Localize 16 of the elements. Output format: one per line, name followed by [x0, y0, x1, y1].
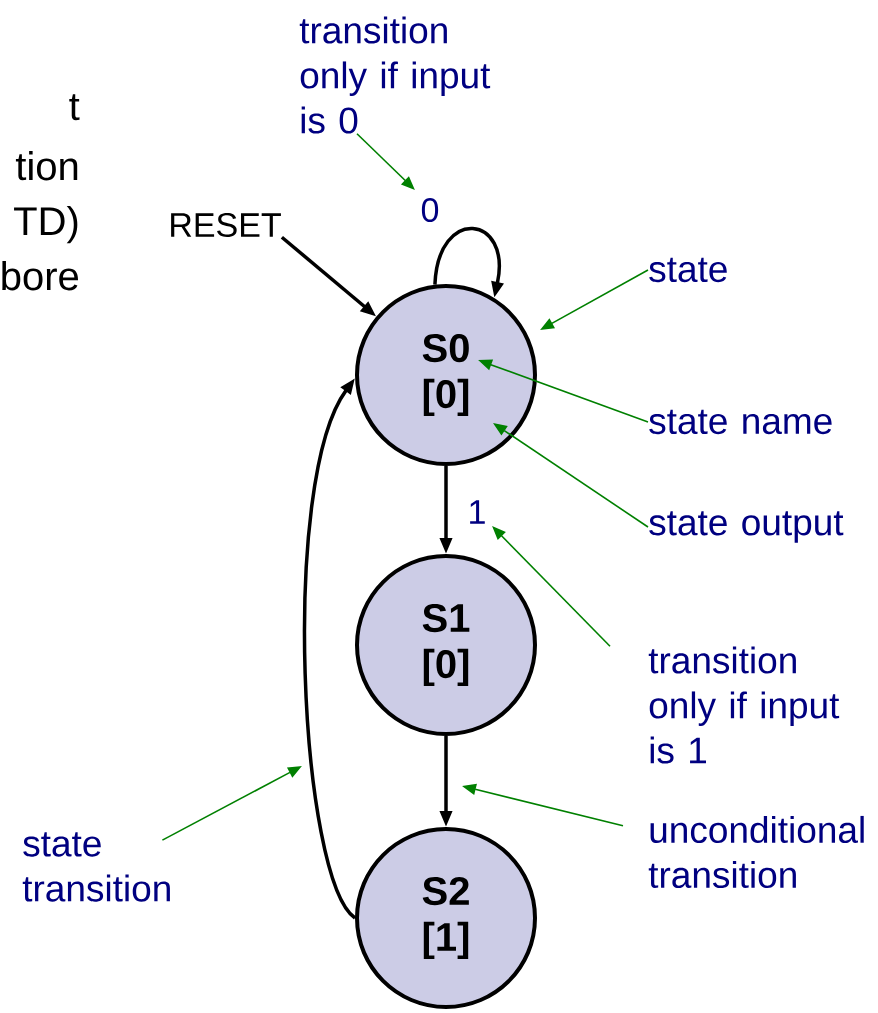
input-label: RESET [171, 212, 281, 238]
annotation-text: transition only if input is 0 [299, 16, 491, 134]
annotation-text: state [649, 257, 727, 283]
leader-line [492, 526, 611, 647]
leader-line [356, 133, 415, 190]
annotation-text: transition only if input is 1 [648, 646, 840, 764]
heading-text: bore [2, 261, 78, 291]
annotation-text: state name [649, 409, 832, 435]
annotation-text: state transition [22, 832, 170, 902]
edge-label: 1 [466, 499, 488, 525]
heading-text: tion [15, 151, 78, 181]
heading-text: t [69, 94, 80, 121]
annotation-text: state output [649, 511, 844, 543]
edge-label: 0 [419, 196, 441, 224]
annotation-text: unconditional transition [648, 815, 864, 889]
heading-text: TD) [14, 206, 78, 244]
